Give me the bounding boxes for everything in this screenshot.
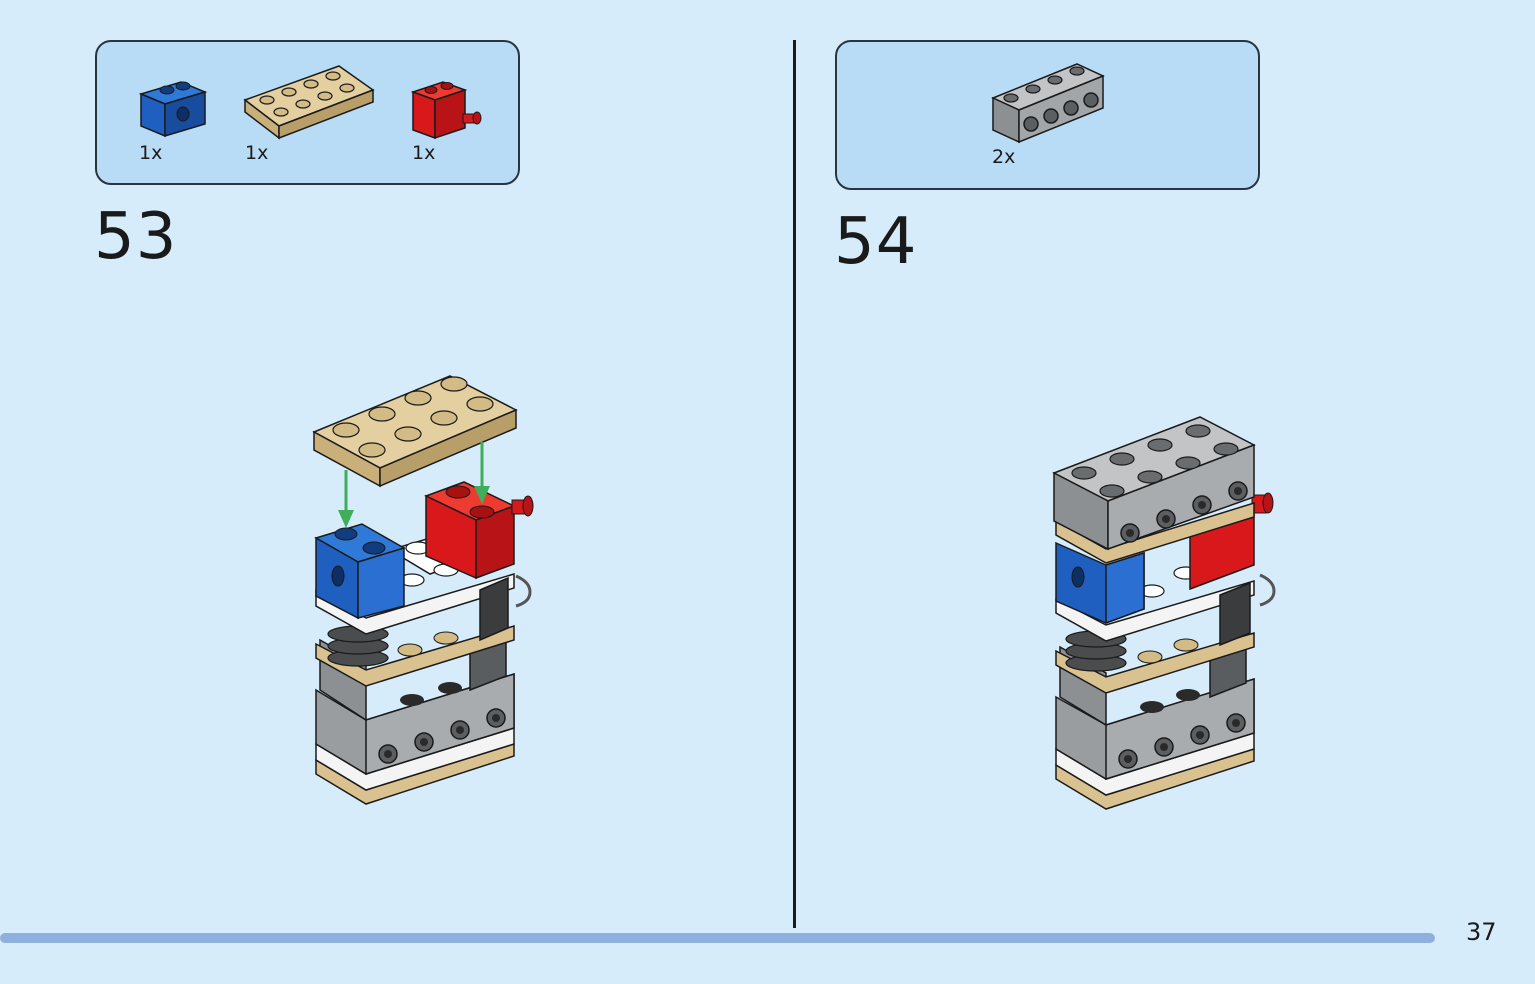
part-qty: 1x bbox=[412, 142, 436, 164]
step-number: 54 bbox=[834, 205, 918, 279]
part-qty: 1x bbox=[139, 142, 163, 164]
red-pin-brick-icon bbox=[410, 81, 482, 140]
parts-callout-step-53: 1x 1x 1x bbox=[95, 40, 520, 185]
step-divider bbox=[793, 40, 796, 928]
part-qty: 1x bbox=[245, 142, 269, 164]
page-progress-bar bbox=[0, 933, 1435, 943]
grey-technic-brick-icon bbox=[991, 63, 1105, 144]
step-53-assembly-illustration bbox=[312, 375, 534, 805]
page-number: 37 bbox=[1466, 918, 1497, 946]
tan-plate-icon bbox=[243, 65, 375, 140]
part-qty: 2x bbox=[992, 146, 1016, 168]
step-54-assembly-illustration bbox=[1052, 416, 1276, 810]
step-number: 53 bbox=[94, 200, 178, 274]
parts-callout-step-54: 2x bbox=[835, 40, 1260, 190]
blue-technic-brick-icon bbox=[138, 81, 208, 138]
